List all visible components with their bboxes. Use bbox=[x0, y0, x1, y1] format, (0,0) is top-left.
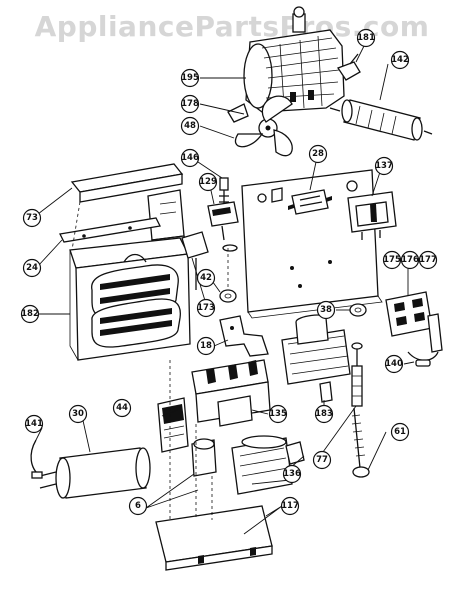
callout-label: 61 bbox=[394, 427, 406, 437]
callout-label: 6 bbox=[135, 501, 141, 511]
motor-clip bbox=[337, 53, 361, 81]
callout-label: 141 bbox=[25, 419, 43, 429]
callout-137: 137 bbox=[374, 156, 394, 176]
callout-195: 195 bbox=[180, 68, 200, 88]
callout-label: 44 bbox=[116, 403, 128, 413]
callout-38: 38 bbox=[316, 300, 336, 320]
callout-117: 117 bbox=[280, 496, 300, 516]
fan-blade bbox=[227, 95, 293, 157]
relay bbox=[347, 191, 397, 240]
callout-label: 18 bbox=[200, 341, 212, 351]
fuse bbox=[407, 351, 439, 367]
callout-label: 181 bbox=[357, 33, 375, 43]
callout-77: 77 bbox=[312, 450, 332, 470]
callout-6: 6 bbox=[128, 496, 148, 516]
back-plate bbox=[241, 169, 383, 319]
callout-135: 135 bbox=[268, 404, 288, 424]
callout-label: 30 bbox=[72, 409, 84, 419]
callout-label: 77 bbox=[316, 455, 328, 465]
callout-183: 183 bbox=[314, 404, 334, 424]
callout-label: 175 bbox=[383, 255, 401, 265]
callout-label: 135 bbox=[269, 409, 287, 419]
callout-142: 142 bbox=[390, 50, 410, 70]
callout-label: 38 bbox=[320, 305, 332, 315]
callout-61: 61 bbox=[390, 422, 410, 442]
fan-motor bbox=[243, 6, 345, 113]
alignment-lines bbox=[71, 201, 229, 520]
fuse-block bbox=[157, 397, 189, 453]
resistor-tube bbox=[329, 99, 433, 141]
callout-48: 48 bbox=[180, 116, 200, 136]
callout-24: 24 bbox=[22, 258, 42, 278]
callout-label: 173 bbox=[197, 303, 215, 313]
callout-129: 129 bbox=[198, 172, 218, 192]
callout-label: 142 bbox=[391, 55, 409, 65]
base-plate bbox=[155, 505, 273, 571]
callout-label: 177 bbox=[419, 255, 437, 265]
callout-label: 42 bbox=[200, 273, 212, 283]
callout-136: 136 bbox=[282, 464, 302, 484]
callout-176: 176 bbox=[400, 250, 420, 270]
callout-label: 48 bbox=[184, 121, 196, 131]
callout-label: 137 bbox=[375, 161, 393, 171]
callout-181: 181 bbox=[356, 28, 376, 48]
strip-bracket bbox=[59, 217, 161, 243]
turntable-motor bbox=[231, 435, 305, 495]
callout-label: 140 bbox=[385, 359, 403, 369]
callout-label: 28 bbox=[312, 149, 324, 159]
mounting-rail bbox=[70, 163, 184, 203]
callout-141: 141 bbox=[24, 414, 44, 434]
magnetron-coil bbox=[281, 314, 351, 403]
callout-182: 182 bbox=[20, 304, 40, 324]
callout-label: 176 bbox=[401, 255, 419, 265]
callout-28: 28 bbox=[308, 144, 328, 164]
diode-rod bbox=[351, 342, 363, 407]
callout-173: 173 bbox=[196, 298, 216, 318]
callout-label: 195 bbox=[181, 73, 199, 83]
callout-42: 42 bbox=[196, 268, 216, 288]
callout-label: 183 bbox=[315, 409, 333, 419]
callout-73: 73 bbox=[22, 208, 42, 228]
long-screw bbox=[351, 407, 370, 478]
callout-177: 177 bbox=[418, 250, 438, 270]
callout-label: 146 bbox=[181, 153, 199, 163]
callout-label: 73 bbox=[26, 213, 38, 223]
callout-175: 175 bbox=[382, 250, 402, 270]
interlock-switch bbox=[207, 201, 239, 252]
callout-44: 44 bbox=[112, 398, 132, 418]
callout-146: 146 bbox=[180, 148, 200, 168]
callout-178: 178 bbox=[180, 94, 200, 114]
callout-label: 136 bbox=[283, 469, 301, 479]
latch-bracket bbox=[219, 315, 269, 357]
thermostat bbox=[288, 189, 332, 215]
callout-label: 24 bbox=[26, 263, 38, 273]
callout-140: 140 bbox=[384, 354, 404, 374]
callout-18: 18 bbox=[196, 336, 216, 356]
terminal-block bbox=[385, 291, 443, 353]
callout-30: 30 bbox=[68, 404, 88, 424]
stud-screw bbox=[219, 177, 229, 214]
transformer bbox=[69, 237, 191, 361]
high-voltage-capacitor bbox=[39, 447, 151, 499]
callout-label: 117 bbox=[281, 501, 299, 511]
bushing bbox=[349, 303, 367, 317]
noise-filter-coil bbox=[191, 438, 217, 477]
wire-connector bbox=[181, 231, 209, 290]
switch-bank bbox=[191, 359, 271, 427]
capacitor-lead bbox=[30, 439, 43, 479]
callout-label: 182 bbox=[21, 309, 39, 319]
callout-label: 129 bbox=[199, 177, 217, 187]
grommet bbox=[219, 289, 237, 303]
callout-label: 178 bbox=[181, 99, 199, 109]
